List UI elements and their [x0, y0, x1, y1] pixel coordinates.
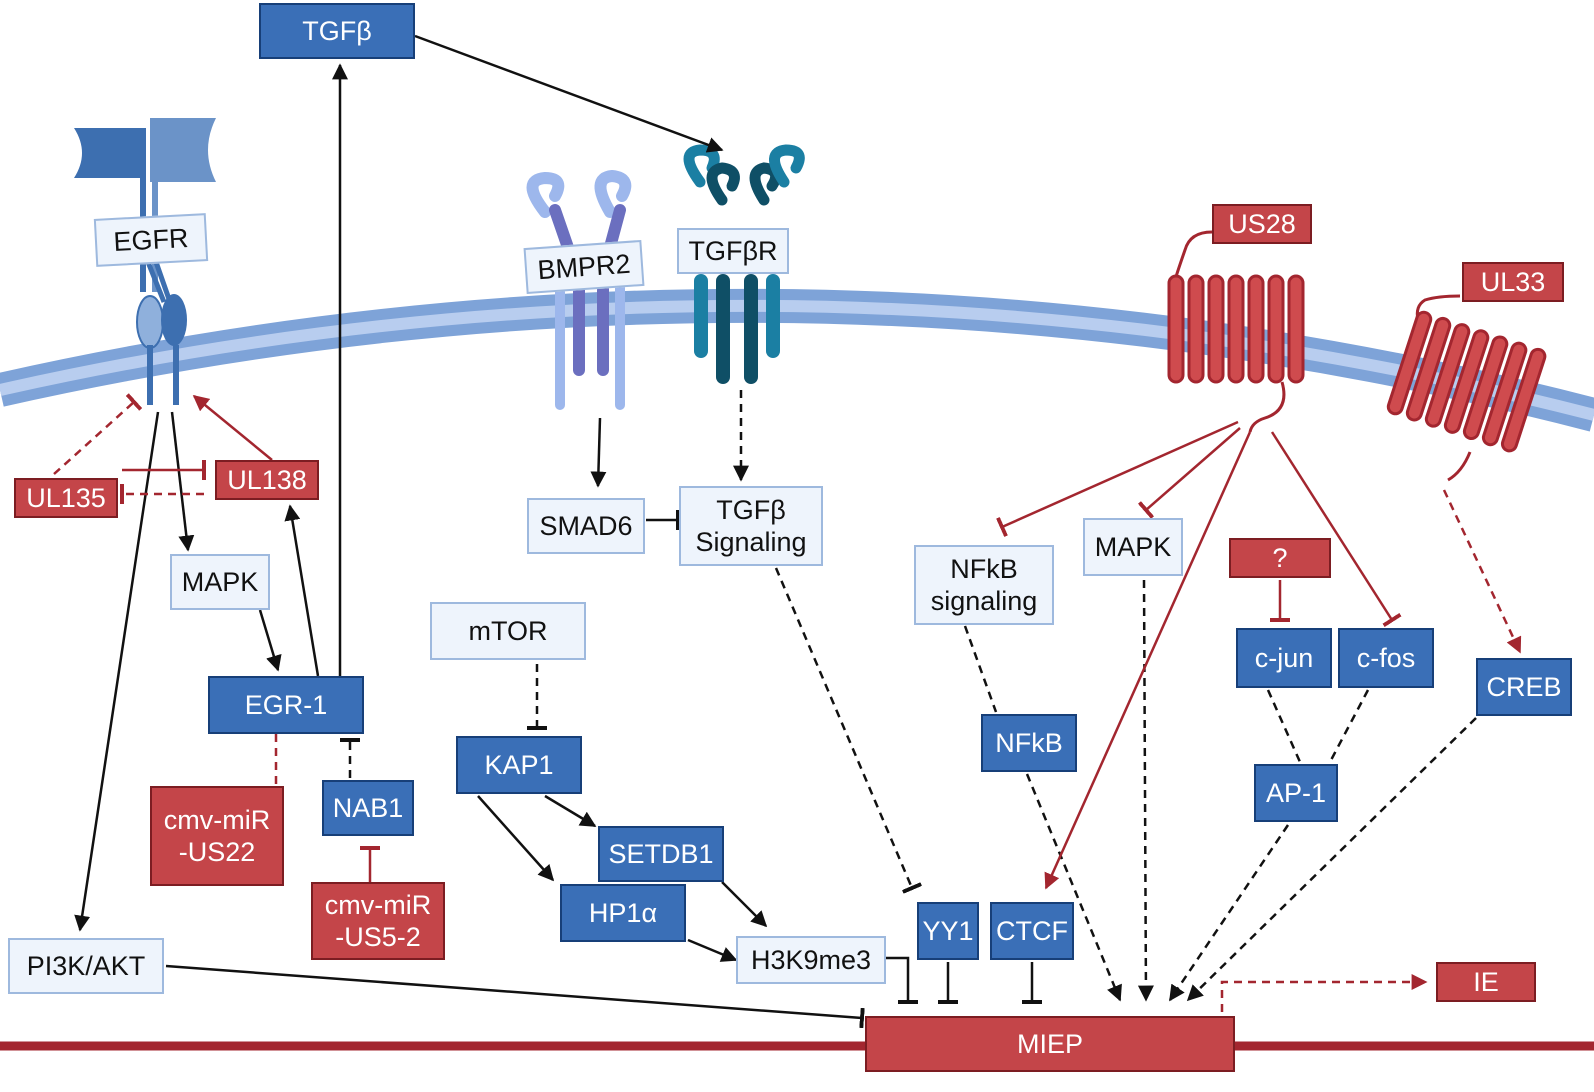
egfr-label: EGFR	[93, 213, 209, 267]
cmv-mir-us5-2-node: cmv-miR -US5-2	[311, 882, 445, 960]
tgfb-node: TGFβ	[259, 3, 415, 59]
ap1-node: AP-1	[1254, 764, 1338, 822]
tgfbr-label: TGFβR	[677, 228, 789, 274]
creb-node: CREB	[1476, 658, 1572, 716]
ul33-gpcr-icon	[1386, 294, 1547, 482]
nfkb-node: NFkB	[981, 714, 1077, 772]
mapk-right-node: MAPK	[1083, 518, 1183, 576]
ul33-node: UL33	[1462, 262, 1564, 302]
nfkb-signaling-node: NFkB signaling	[914, 545, 1054, 625]
ul138-node: UL138	[215, 460, 319, 500]
ctcf-node: CTCF	[990, 902, 1074, 960]
setdb1-node: SETDB1	[598, 826, 724, 882]
pi3k-akt-node: PI3K/AKT	[8, 938, 164, 994]
bmpr2-label: BMPR2	[523, 239, 645, 295]
nab1-node: NAB1	[322, 780, 414, 836]
ul135-node: UL135	[14, 478, 118, 518]
kap1-node: KAP1	[456, 736, 582, 794]
unknown-factor-node: ?	[1229, 538, 1331, 578]
black-dashed-arrows	[733, 390, 1477, 1002]
tgfb-signaling-node: TGFβ Signaling	[679, 486, 823, 566]
cfos-node: c-fos	[1338, 628, 1434, 688]
tgfbr-receptor-icon	[683, 144, 805, 384]
black-inhibitions	[165, 510, 1042, 1029]
black-arrows	[74, 34, 768, 962]
egfr-receptor-icon	[74, 118, 216, 405]
us28-gpcr-icon	[1167, 230, 1305, 433]
yy1-node: YY1	[917, 902, 979, 960]
mtor-node: mTOR	[430, 602, 586, 660]
us28-node: US28	[1212, 204, 1312, 244]
mapk-left-node: MAPK	[170, 554, 270, 610]
miep-node: MIEP	[865, 1016, 1235, 1072]
cmv-mir-us22-node: cmv-miR -US22	[150, 786, 284, 886]
h3k9me3-node: H3K9me3	[736, 936, 886, 984]
egr1-node: EGR-1	[208, 676, 364, 734]
hp1a-node: HP1α	[560, 884, 686, 942]
cell-membrane	[0, 288, 1594, 432]
smad6-node: SMAD6	[527, 498, 645, 554]
cjun-node: c-jun	[1236, 628, 1332, 688]
ie-node: IE	[1436, 962, 1536, 1002]
red-edges	[53, 393, 1522, 1012]
